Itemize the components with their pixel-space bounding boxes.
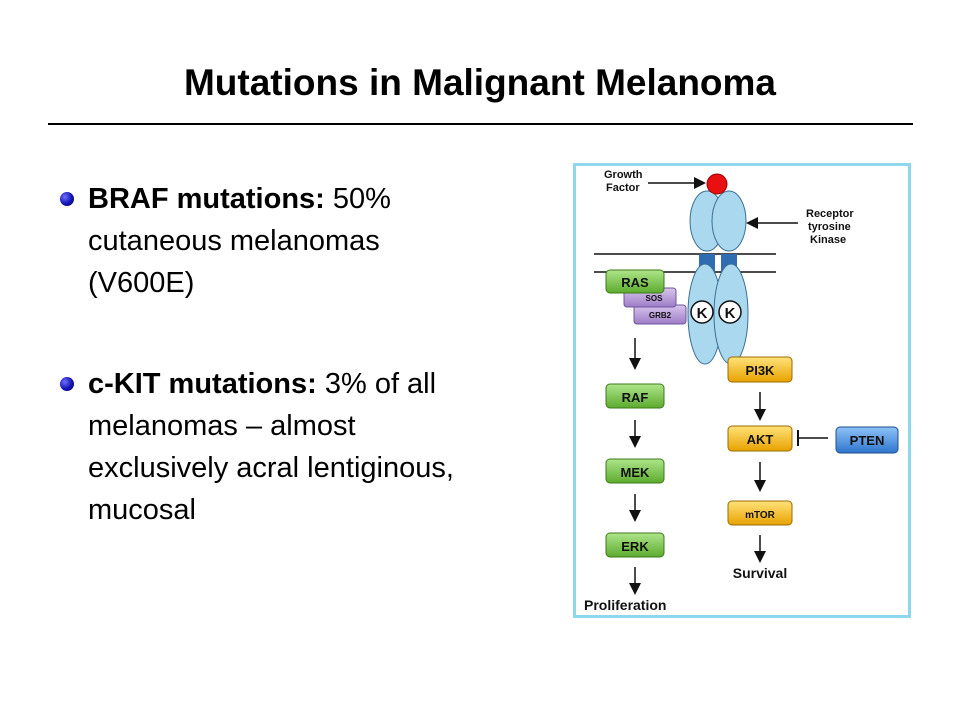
kinase-domain-icon (690, 300, 714, 324)
bullet-line: 3% of all (324, 368, 437, 400)
raf-node (605, 383, 665, 409)
bullet-dot-icon (60, 192, 74, 206)
receptor-label-line3: Kinase (810, 234, 846, 246)
growth-factor-ligand-icon (706, 173, 728, 195)
receptor-label-line2: tyrosine (808, 221, 851, 233)
title-divider (48, 123, 913, 125)
pi3k-node (727, 356, 793, 383)
bullet-heading: BRAF mutations: (88, 183, 325, 215)
pten-node (835, 426, 899, 454)
mtor-node (727, 500, 793, 526)
pten-label: PTEN (850, 433, 885, 448)
akt-node (727, 425, 793, 452)
pathway-diagram: K K Growth Factor Receptor tyrosine Kina… (573, 163, 911, 618)
akt-label: AKT (747, 432, 774, 447)
ras-label: RAS (621, 275, 649, 290)
bullet-line: (V600E) (88, 267, 195, 299)
receptor-tyrosine-kinase: K K (687, 190, 749, 365)
bullet-line: 50% (332, 183, 391, 215)
growth-factor-label-line2: Factor (606, 182, 640, 194)
erk-label: ERK (621, 539, 649, 554)
kinase-label-left: K (697, 305, 708, 322)
bullet-line: melanomas – almost (88, 410, 356, 442)
mek-node (605, 458, 665, 484)
mek-label: MEK (621, 465, 651, 480)
bullet-heading: c-KIT mutations: (88, 368, 317, 400)
slide-title: Mutations in Malignant Melanoma (183, 62, 777, 103)
bullet-text: BRAF mutations: 50% cutaneous melanomas … (88, 178, 548, 304)
raf-label: RAF (622, 390, 649, 405)
kinase-domain-icon (718, 300, 742, 324)
proliferation-label: Proliferation (584, 597, 666, 613)
kinase-label-right: K (725, 305, 736, 322)
bullet-line: mucosal (88, 494, 196, 526)
bullet-text: c-KIT mutations: 3% of all melanomas – a… (88, 363, 548, 531)
grb2-label: GRB2 (649, 311, 672, 320)
receptor-label-line1: Receptor (806, 208, 854, 220)
mtor-label: mTOR (745, 510, 776, 521)
pi3k-label: PI3K (746, 363, 776, 378)
pathway-svg: K K Growth Factor Receptor tyrosine Kina… (584, 169, 899, 613)
ras-node (605, 269, 665, 294)
sos-label: SOS (646, 294, 664, 303)
bullet-line: cutaneous melanomas (88, 225, 380, 257)
bullet-line: exclusively acral lentiginous, (88, 452, 454, 484)
bullet-dot-icon (60, 377, 74, 391)
survival-label: Survival (733, 565, 787, 581)
erk-node (605, 532, 665, 558)
growth-factor-label-line1: Growth (604, 169, 643, 181)
